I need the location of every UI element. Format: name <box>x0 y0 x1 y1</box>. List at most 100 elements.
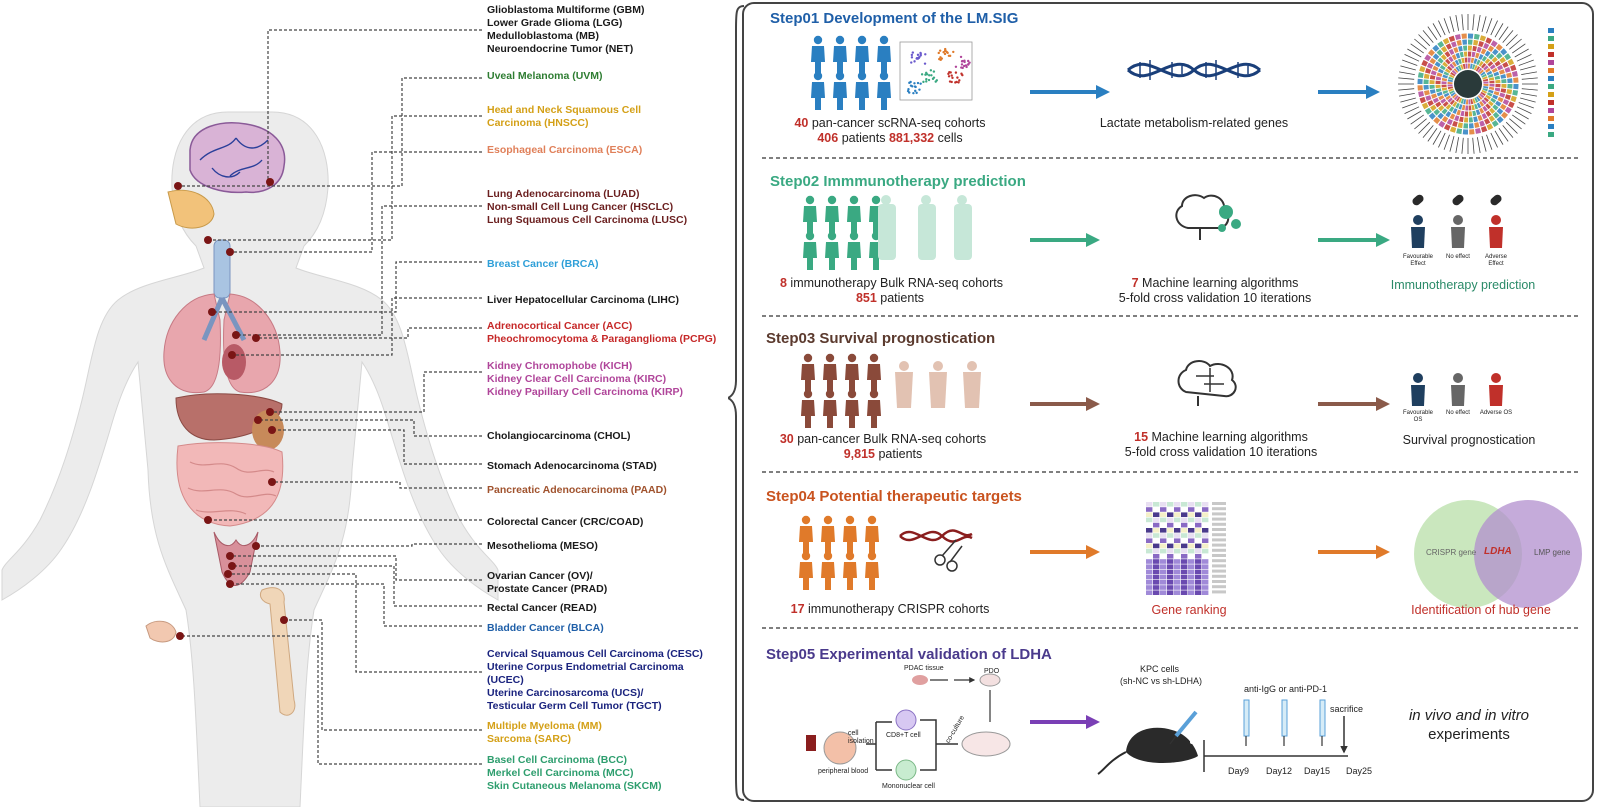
heatmap-cell <box>1430 104 1437 112</box>
step01-left-caption: 40 pan-cancer scRNA-seq cohorts 406 pati… <box>794 116 986 145</box>
step02-right-caption: Immunotherapy prediction <box>1390 278 1536 292</box>
heatmap-cell <box>1495 52 1503 60</box>
heatmap-cell <box>1484 58 1491 65</box>
gene-rank-cell <box>1153 517 1160 523</box>
person-body <box>801 364 815 392</box>
leader-line <box>208 115 482 241</box>
person-outline <box>933 361 943 371</box>
gene-rank-cell <box>1167 580 1174 585</box>
heatmap-cell <box>1473 39 1479 46</box>
step02-title: Step02 Immmunotherapy prediction <box>770 173 1026 190</box>
label-pdac: PDAC tissue <box>904 665 944 672</box>
person-icon <box>835 71 845 81</box>
tsne-point <box>913 60 916 63</box>
gene-rank-cell <box>1160 512 1167 517</box>
heatmap-cell <box>1419 96 1426 104</box>
response-figure <box>1491 373 1501 383</box>
leader-line <box>230 151 482 253</box>
gene-rank-cell <box>1160 585 1167 590</box>
heatmap-cell <box>1486 123 1494 131</box>
flow-arrow-head <box>1376 545 1390 559</box>
gene-rank-cell <box>1160 517 1167 523</box>
heatmap-cell <box>1440 98 1447 104</box>
heatmap-cell <box>1442 74 1448 79</box>
gene-rank-cell <box>1174 559 1181 564</box>
gene-rank-cell <box>1160 590 1167 595</box>
gene-label-tick <box>1449 16 1455 32</box>
cancer-label: Multiple Myeloma (MM)Sarcoma (SARC) <box>487 720 602 746</box>
heatmap-cell <box>1485 94 1491 100</box>
heatmap-cell <box>1504 94 1511 100</box>
gene-name-stub <box>1212 502 1226 505</box>
label-cd8: CD8+T cell <box>886 732 921 739</box>
legend-swatch <box>1548 68 1554 73</box>
heatmap-cell <box>1448 76 1454 81</box>
heatmap-cell <box>1492 104 1499 111</box>
gene-name-stub <box>1212 585 1226 589</box>
step02-mid-caption: 7 Machine learning algorithms 5-fold cro… <box>1118 276 1312 305</box>
tsne-point <box>954 71 958 74</box>
heatmap-cell <box>1474 97 1479 103</box>
heatmap-cell <box>1481 62 1487 69</box>
person-body <box>803 242 817 270</box>
heatmap-cell <box>1492 111 1500 119</box>
cancer-label-line: Bladder Cancer (BLCA) <box>487 622 604 634</box>
gene-label-tick <box>1481 16 1487 32</box>
gene-rank-cell <box>1146 528 1153 533</box>
pill-icon <box>1452 194 1464 206</box>
person-icon <box>825 353 835 363</box>
gene-label-tick <box>1509 38 1522 50</box>
gene-label-tick <box>1518 102 1534 109</box>
cancer-label: Rectal Cancer (READ) <box>487 602 597 615</box>
heatmap-cell <box>1448 35 1456 42</box>
heatmap-cell <box>1481 99 1487 105</box>
gene-name-stub <box>1212 574 1226 578</box>
gene-rank-cell <box>1167 569 1174 575</box>
gene-rank-cell <box>1153 564 1160 569</box>
gene-name-stub <box>1212 580 1226 583</box>
tsne-point <box>910 61 913 64</box>
flow-arrow-head <box>1096 85 1110 99</box>
heatmap-cell <box>1445 68 1451 74</box>
tsne-point <box>954 65 958 68</box>
heatmap-cell <box>1454 59 1460 66</box>
tsne-point <box>925 80 928 83</box>
gene-rank-cell <box>1181 548 1188 554</box>
leader-line <box>228 573 482 673</box>
gene-name-stub <box>1212 522 1226 526</box>
dna-helix-icon <box>1126 60 1262 80</box>
cancer-label-line: Lung Adenocarcinoma (LUAD) <box>487 188 640 200</box>
person-icon <box>835 35 845 45</box>
label-kpc2: (sh-NC vs sh-LDHA) <box>1120 676 1203 686</box>
person-icon <box>869 353 879 363</box>
cancer-label: Lung Adenocarcinoma (LUAD)Non-small Cell… <box>487 188 687 227</box>
gene-label-tick <box>1520 65 1536 71</box>
heatmap-cell <box>1483 42 1490 50</box>
heatmap-cell <box>1438 95 1445 101</box>
heatmap-cell <box>1491 67 1498 73</box>
heatmap-cell <box>1458 45 1463 52</box>
gene-rank-cell <box>1160 569 1167 575</box>
label-anti: anti-IgG or anti-PD-1 <box>1244 684 1328 694</box>
gene-rank-cell <box>1195 538 1202 543</box>
heatmap-cell <box>1486 92 1493 97</box>
gene-rank-cell <box>1160 554 1167 559</box>
gene-rank-cell <box>1188 522 1195 528</box>
cancer-label-line: Non-small Cell Lung Cancer (HSCLC) <box>487 201 674 213</box>
gene-label-tick <box>1414 118 1427 130</box>
person-body <box>845 400 859 428</box>
experiment-diagram <box>806 673 1348 781</box>
gene-rank-cell <box>1202 559 1209 564</box>
skin-sample <box>145 620 177 643</box>
cancer-label-line: Basel Cell Carcinoma (BCC) <box>487 754 628 766</box>
heatmap-cell <box>1432 53 1440 60</box>
gene-rank-cell <box>1202 580 1209 585</box>
heatmap-cell <box>1494 87 1501 92</box>
heatmap-cell <box>1445 111 1452 118</box>
brain <box>189 122 286 194</box>
heatmap-cell <box>1483 97 1490 103</box>
gene-rank-cell <box>1160 548 1167 554</box>
heatmap-cell <box>1460 110 1465 117</box>
response-figure-body <box>1411 227 1425 248</box>
